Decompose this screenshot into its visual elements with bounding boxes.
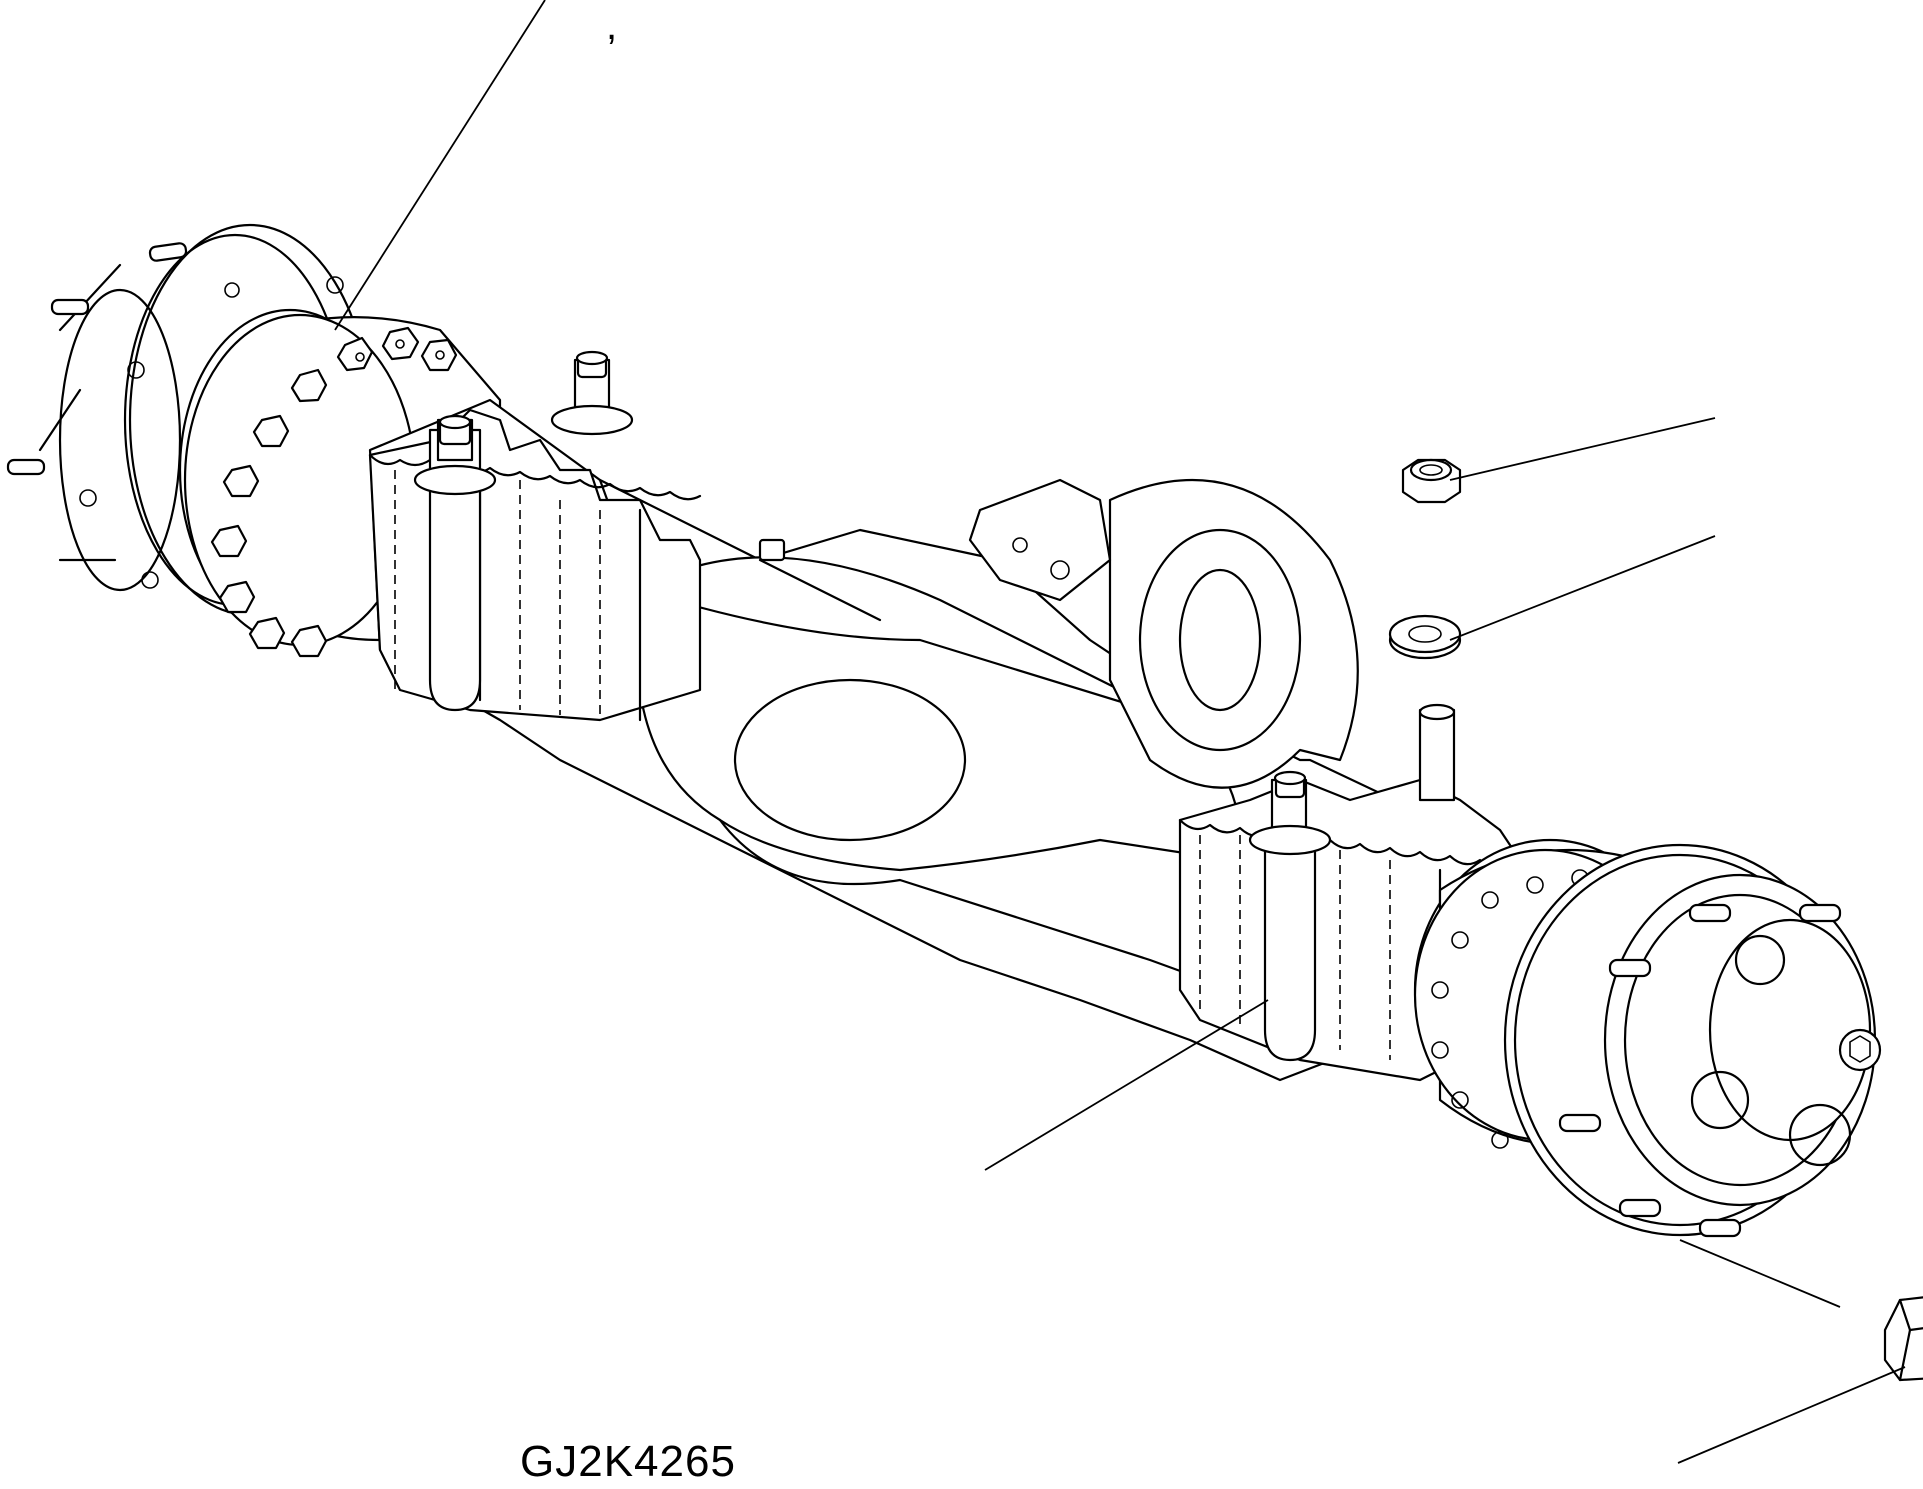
- left-u-bolts: [413, 350, 634, 712]
- loose-wheel-nut: [1883, 1296, 1923, 1382]
- leader-lines: [334, 0, 1906, 1464]
- left-spring-pad: [368, 408, 702, 722]
- right-hub-studs: [1558, 903, 1842, 1238]
- hub-port-upper: [1734, 934, 1786, 986]
- left-hub-studs: [6, 242, 188, 476]
- loose-nut-upper: [1401, 458, 1462, 504]
- brake-disc-assembly: [758, 478, 1359, 789]
- reference-tick: ,: [606, 4, 618, 48]
- oil-level-plug: [1838, 1028, 1882, 1072]
- hub-port-left: [1690, 1070, 1750, 1130]
- right-wheel-hub: [1503, 843, 1882, 1238]
- loose-washer: [1388, 614, 1462, 660]
- drawing-code: GJ2K4265: [520, 1437, 736, 1486]
- hub-port-lower: [1788, 1103, 1852, 1167]
- left-bolt-circle: [210, 326, 458, 658]
- right-u-bolts: [1248, 703, 1456, 1062]
- differential-cover: [733, 678, 967, 842]
